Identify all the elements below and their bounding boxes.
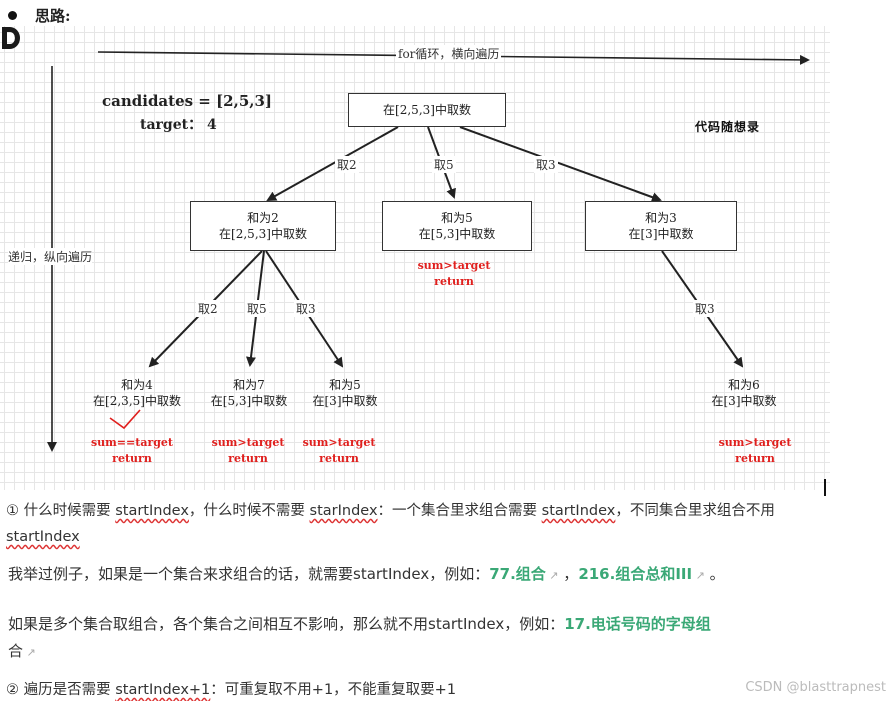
node-line2: 在[5,3]中取数 <box>418 227 496 241</box>
external-link-icon: ↗ <box>692 569 705 582</box>
text-span: 我举过例子，如果是一个集合来求组合的话，就需要startIndex，例如： <box>8 565 490 583</box>
node-line2: 在[5,3]中取数 <box>210 394 288 408</box>
result-sum5b-line2: return <box>319 452 359 465</box>
candidates-label: candidates = [2,5,3] <box>102 92 273 110</box>
node-line1: 和为3 <box>645 211 677 225</box>
node-line1: 和为6 <box>728 378 760 392</box>
paragraph-example-single-set: 我举过例子，如果是一个集合来求组合的话，就需要startIndex，例如：77.… <box>8 563 725 584</box>
link-77-combination[interactable]: 77.组合 <box>489 565 546 583</box>
result-sum7-line2: return <box>228 452 268 465</box>
code-startindex: startIndex <box>541 503 616 519</box>
text-cursor <box>824 479 826 496</box>
edge-label-take2: 取2 <box>335 156 359 173</box>
edge-label-take3: 取3 <box>693 300 717 317</box>
node-sum5-leaf: 和为5 在[3]中取数 <box>290 377 400 409</box>
text-span: ① 什么时候需要 <box>6 503 116 519</box>
result-sum5-line2: return <box>434 275 474 288</box>
logo-icon <box>2 27 20 49</box>
text-span: ，什么时候不需要 <box>188 503 310 519</box>
node-line1: 和为4 <box>121 378 153 392</box>
horizontal-label: for循环，横向遍历 <box>396 45 502 62</box>
result-sum5-line1: sum>target <box>417 259 491 272</box>
text-span: ，不同集合里求组合不用 <box>615 503 775 519</box>
text-span: ② 遍历是否需要 <box>6 682 116 698</box>
text-span: ：一个集合里求组合需要 <box>377 503 542 519</box>
link-216-combination-sum-iii[interactable]: 216.组合总和III <box>578 565 693 583</box>
edge-root-right <box>459 126 662 202</box>
root-node-text: 在[2,5,3]中取数 <box>383 103 471 117</box>
external-link-icon: ↗ <box>23 646 36 659</box>
paragraph-traversal: ② 遍历是否需要 startIndex+1：可重复取不用+1，不能重复取要+1 <box>6 678 456 699</box>
node-sum4: 和为4 在[2,3,5]中取数 <box>82 377 192 409</box>
node-line2: 在[3]中取数 <box>628 227 694 241</box>
section-heading: 思路: <box>8 4 71 26</box>
code-startindex: startIndex <box>115 503 189 519</box>
logo-text: 代码随想录 <box>695 120 761 134</box>
node-line2: 在[2,3,5]中取数 <box>93 394 181 408</box>
result-sum4-line1: sum==target <box>90 436 174 449</box>
text-span: ：可重复取不用+1，不能重复取要+1 <box>210 682 457 698</box>
node-sum5: 和为5 在[5,3]中取数 <box>382 201 532 251</box>
text-span: 如果是多个集合取组合，各个集合之间相互不影响，那么就不用startIndex，例… <box>8 615 565 633</box>
link-17-letter-combinations[interactable]: 17.电话号码的字母组 <box>564 615 711 633</box>
root-node: 在[2,5,3]中取数 <box>348 93 506 127</box>
node-line1: 和为5 <box>441 211 473 225</box>
bullet-icon <box>8 10 17 20</box>
node-line2: 在[3]中取数 <box>312 394 378 408</box>
edge-label-take3: 取3 <box>534 156 558 173</box>
node-line2: 在[3]中取数 <box>711 394 777 408</box>
vertical-label: 递归，纵向遍历 <box>8 248 93 265</box>
watermark: CSDN @blasttrapnest <box>745 680 886 695</box>
text-span: ， <box>558 565 579 583</box>
edge-label-take2: 取2 <box>196 300 220 317</box>
node-line1: 和为5 <box>329 378 361 392</box>
edge-label-take3: 取3 <box>294 300 318 317</box>
check-mark <box>109 409 141 430</box>
node-line1: 和为2 <box>247 211 279 225</box>
backtracking-tree-diagram: for循环，横向遍历 递归，纵向遍历 candidates = [2,5,3] … <box>0 26 830 490</box>
node-sum2: 和为2 在[2,5,3]中取数 <box>190 201 336 251</box>
node-line2: 在[2,5,3]中取数 <box>219 227 307 241</box>
edge-label-take5: 取5 <box>245 300 269 317</box>
node-sum6: 和为6 在[3]中取数 <box>689 377 799 409</box>
result-sum4-line2: return <box>112 452 152 465</box>
node-line1: 和为7 <box>233 378 265 392</box>
code-startindex-plus1: startIndex+1 <box>115 682 211 698</box>
paragraph-startindex: ① 什么时候需要 startIndex，什么时候不需要 starIndex：一个… <box>6 498 886 550</box>
node-sum3: 和为3 在[3]中取数 <box>585 201 737 251</box>
text-span: 。 <box>704 565 725 583</box>
result-sum5b-line1: sum>target <box>302 436 376 449</box>
code-startindex: startIndex <box>6 529 80 545</box>
link-17-letter-combinations-cont[interactable]: 合 <box>8 642 24 660</box>
edge-label-take5: 取5 <box>432 156 456 173</box>
code-starindex: starIndex <box>309 503 378 519</box>
external-link-icon: ↗ <box>545 569 559 582</box>
target-label: target： 4 <box>140 117 217 133</box>
result-sum7-line1: sum>target <box>211 436 285 449</box>
result-sum6-line2: return <box>735 452 775 465</box>
heading-text: 思路: <box>35 6 71 25</box>
node-sum7: 和为7 在[5,3]中取数 <box>194 377 304 409</box>
result-sum6-line1: sum>target <box>718 436 792 449</box>
edge-root-left <box>266 126 399 201</box>
paragraph-example-multi-set: 如果是多个集合取组合，各个集合之间相互不影响，那么就不用startIndex，例… <box>8 611 868 666</box>
